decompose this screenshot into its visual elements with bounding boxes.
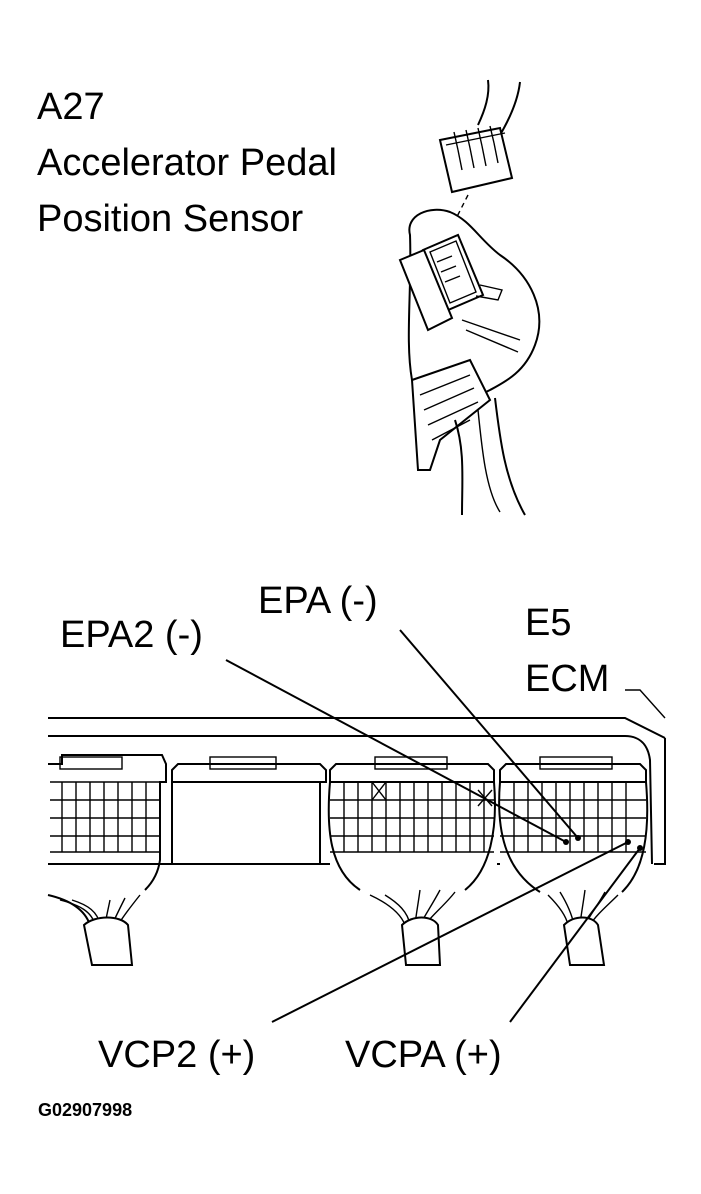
callout-vcpa: VCPA (+) (345, 1034, 502, 1076)
vcp2-terminal-marker (625, 839, 631, 845)
callout-epa2: EPA2 (-) (60, 614, 203, 656)
callout-epa: EPA (-) (258, 580, 378, 622)
ecm-name-label: ECM (525, 658, 610, 700)
callout-vcp2: VCP2 (+) (98, 1034, 256, 1076)
vcpa-terminal-marker (637, 845, 643, 851)
epa-leader-line (399, 629, 579, 839)
epa2-leader-line (225, 659, 567, 843)
epa2-terminal-marker (563, 839, 569, 845)
ecm-leader-line (625, 689, 666, 719)
sensor-name-line2: Position Sensor (37, 198, 304, 240)
sensor-name-line1: Accelerator Pedal (37, 142, 337, 184)
figure-code: G02907998 (38, 1100, 133, 1120)
accelerator-pedal-sensor-illustration (398, 79, 541, 516)
epa-terminal-marker (575, 835, 581, 841)
callout-leaders (225, 629, 666, 1023)
ecm-id-label: E5 (525, 602, 572, 644)
sensor-id-label: A27 (37, 86, 105, 128)
vcpa-leader-line (509, 847, 641, 1023)
ecm-illustration (47, 717, 666, 966)
vcp2-leader-line (271, 841, 629, 1023)
